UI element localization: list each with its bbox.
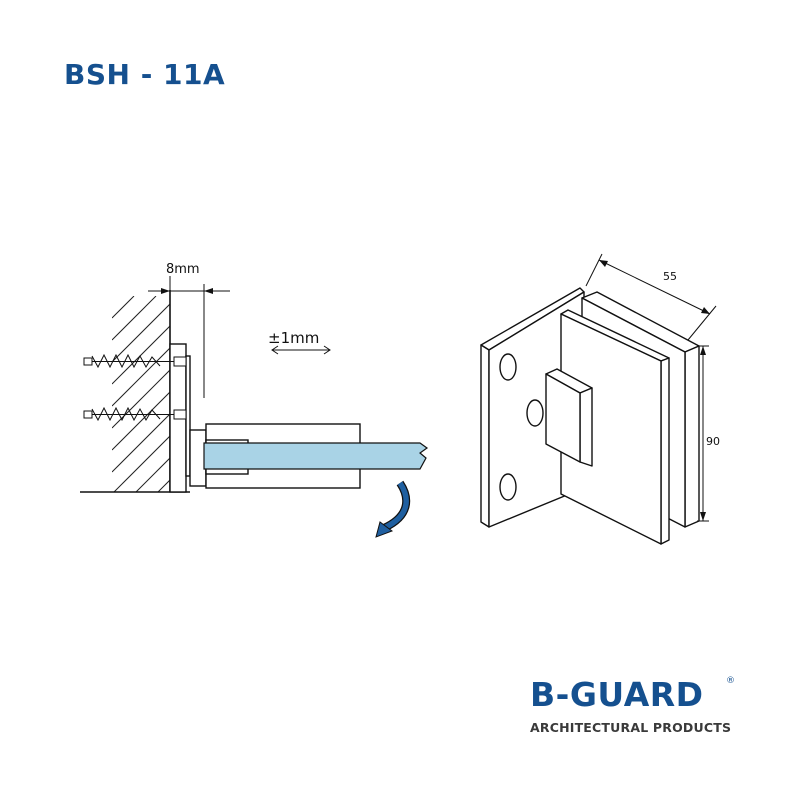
glass-panel — [203, 442, 429, 470]
hinge-body-iso — [545, 291, 700, 545]
offset-dimension — [148, 276, 230, 398]
height-dimension-label: 90 — [706, 435, 720, 448]
width-dimension-label: 55 — [663, 270, 677, 283]
swing-arrow — [375, 480, 411, 538]
offset-dimension-label: 8mm — [166, 262, 200, 277]
screw-lower — [83, 406, 187, 422]
brand-tagline: ARCHITECTURAL PRODUCTS — [530, 720, 732, 735]
width-dimension — [585, 253, 717, 341]
product-code-title: BSH - 11A — [64, 58, 226, 91]
screw-upper — [83, 353, 187, 369]
adjust-dimension — [271, 345, 331, 355]
company-logo: B-GUARD ® ARCHITECTURAL PRODUCTS — [530, 675, 740, 736]
adjust-dimension-label: ±1mm — [268, 329, 319, 347]
brand-name: B-GUARD — [530, 675, 704, 714]
height-dimension — [697, 345, 709, 522]
wall-plate-iso — [480, 287, 585, 528]
registered-mark: ® — [726, 676, 735, 686]
